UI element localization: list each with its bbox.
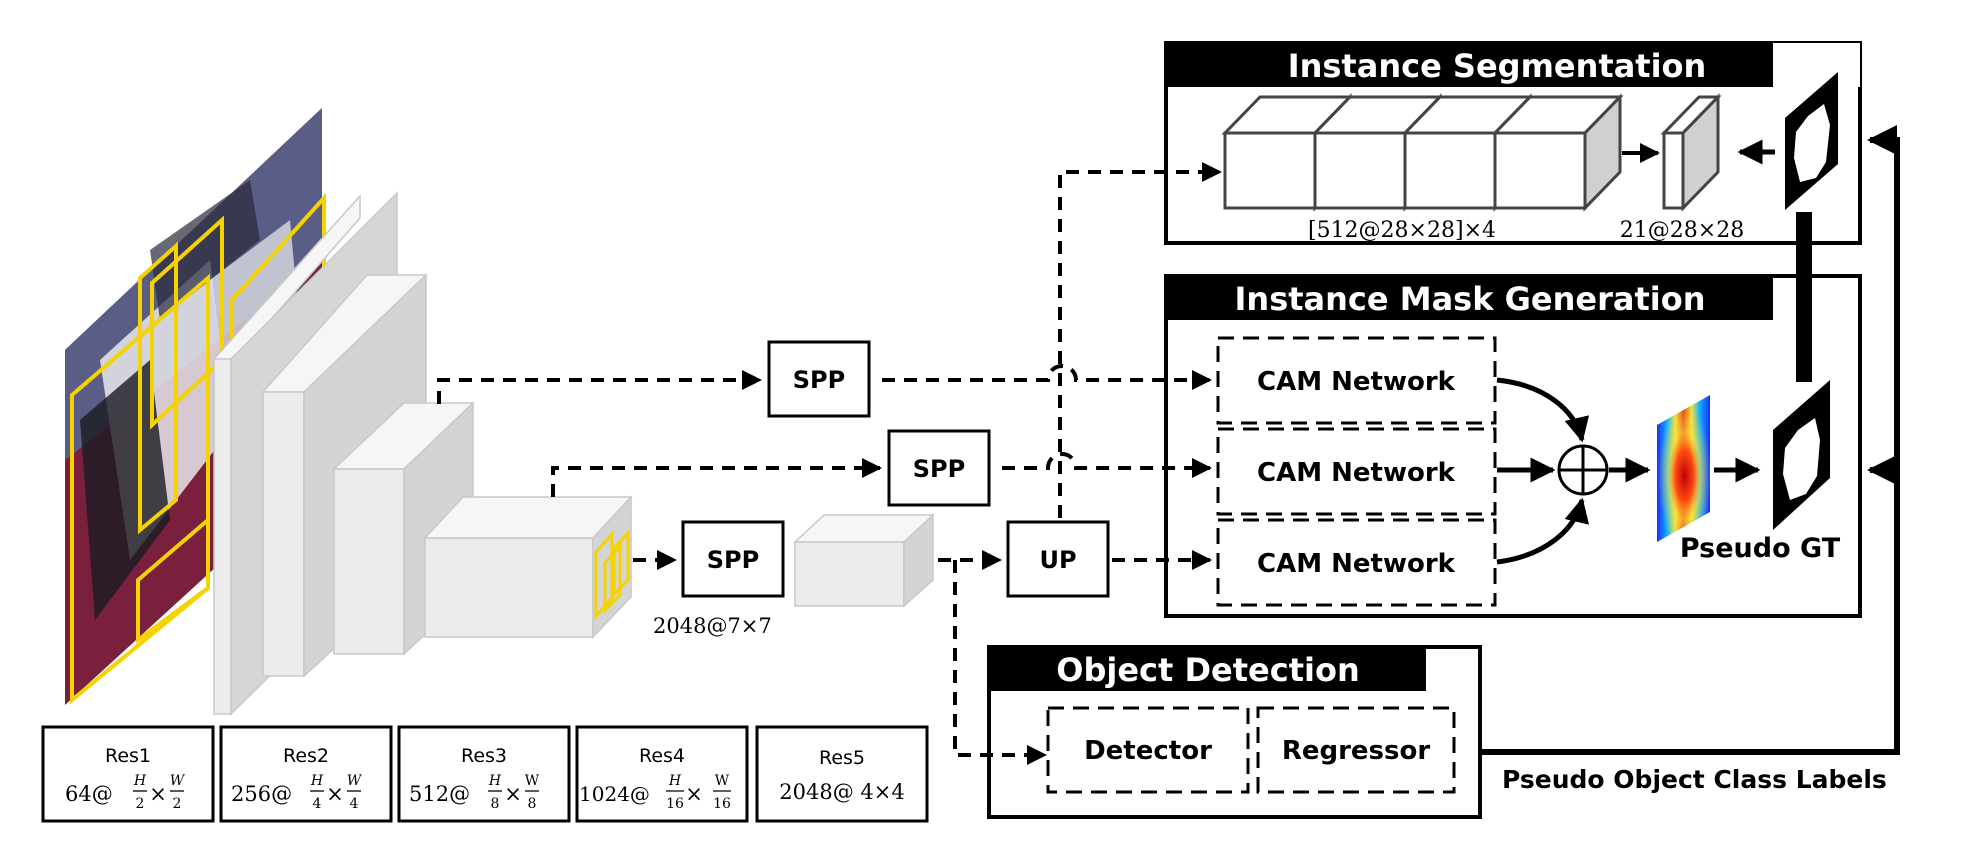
res4-h-num: H bbox=[668, 773, 682, 789]
pseudo-gt-mask bbox=[1773, 380, 1830, 530]
segmentation-output-label: 21@28×28 bbox=[1620, 218, 1744, 243]
res5-shape: 2048@ 4×4 bbox=[779, 780, 904, 804]
up-box bbox=[1006, 520, 1110, 598]
res2-h-num: H bbox=[310, 773, 324, 789]
regressor-box bbox=[1256, 706, 1456, 794]
spp-box-top bbox=[767, 340, 871, 418]
cam-heatmap bbox=[1657, 395, 1710, 542]
object-detection-header bbox=[989, 647, 1426, 691]
spp-label-top: SPP bbox=[793, 366, 845, 394]
res3-w-den: 8 bbox=[528, 796, 537, 812]
res1-w-num: W bbox=[170, 773, 186, 789]
res2-w-den: 4 bbox=[350, 796, 359, 812]
segmentation-blocks-label: [512@28×28]×4 bbox=[1308, 218, 1496, 243]
cam-network-1-label: CAM Network bbox=[1257, 367, 1456, 397]
res4-prefix: 1024@ bbox=[579, 782, 650, 806]
cam-network-1 bbox=[1216, 336, 1497, 425]
instance-mask-generation-title: Instance Mask Generation bbox=[1235, 280, 1706, 318]
times-sign: × bbox=[504, 782, 522, 806]
res4-block bbox=[423, 495, 633, 639]
cam-network-3-label: CAM Network bbox=[1257, 549, 1456, 579]
arrow-spp-top-to-cam1 bbox=[882, 364, 1212, 390]
res2-prefix: 256@ bbox=[231, 782, 292, 806]
detector-label: Detector bbox=[1084, 736, 1212, 766]
res4-h-den: 16 bbox=[666, 796, 684, 812]
pseudo-gt-label: Pseudo GT bbox=[1680, 533, 1841, 564]
res2-h-den: 4 bbox=[313, 796, 322, 812]
res4-feature-boxes bbox=[594, 529, 630, 620]
spp-label-mid: SPP bbox=[913, 455, 965, 483]
arrow-to-detector bbox=[953, 560, 1047, 765]
res5-name: Res5 bbox=[819, 747, 865, 769]
detector-box bbox=[1046, 706, 1250, 794]
arrow-labels-to-segmentation bbox=[1482, 125, 1900, 755]
spp-box-bottom bbox=[681, 520, 785, 598]
input-image bbox=[65, 108, 326, 705]
arrow-to-spp-top bbox=[437, 370, 762, 404]
spp-label-bottom: SPP bbox=[707, 546, 759, 574]
times-sign: × bbox=[685, 782, 703, 806]
arrow-to-spp-mid bbox=[551, 458, 882, 497]
times-sign: × bbox=[326, 782, 344, 806]
instance-segmentation-header bbox=[1166, 43, 1773, 87]
segmentation-mask-shape bbox=[1785, 72, 1838, 210]
res5-feature-label: 2048@7×7 bbox=[653, 614, 772, 638]
res-labels bbox=[41, 725, 929, 823]
res3-h-num: H bbox=[488, 773, 502, 789]
cam-network-2 bbox=[1216, 427, 1497, 516]
segmentation-conv-blocks bbox=[1221, 93, 1722, 212]
sum-node bbox=[1557, 444, 1609, 496]
res1-h-den: 2 bbox=[136, 796, 145, 812]
times-sign: × bbox=[149, 782, 167, 806]
res3-w-num: W bbox=[525, 773, 540, 789]
res1-name: Res1 bbox=[105, 745, 151, 767]
object-detection-title: Object Detection bbox=[1056, 651, 1359, 689]
arrow-cam1-to-sum bbox=[1496, 377, 1590, 443]
mask-link-bar bbox=[1796, 212, 1812, 382]
instance-segmentation-title: Instance Segmentation bbox=[1288, 47, 1707, 85]
arrow-cam3-to-sum bbox=[1496, 497, 1590, 565]
res2-w-num: W bbox=[347, 773, 363, 789]
res1-w-den: 2 bbox=[173, 796, 182, 812]
res3-prefix: 512@ bbox=[409, 782, 470, 806]
cam-network-3 bbox=[1216, 518, 1497, 607]
res5-block bbox=[793, 513, 935, 608]
pseudo-class-labels: Pseudo Object Class Labels bbox=[1502, 765, 1887, 794]
res1-prefix: 64@ bbox=[65, 782, 113, 806]
res3-h-den: 8 bbox=[491, 796, 500, 812]
res4-w-num: W bbox=[715, 773, 730, 789]
regressor-label: Regressor bbox=[1282, 736, 1431, 766]
spp-box-mid bbox=[887, 429, 991, 507]
arrow-spp-mid-to-cam2 bbox=[1002, 452, 1212, 478]
up-label: UP bbox=[1039, 546, 1076, 574]
res4-name: Res4 bbox=[639, 745, 685, 767]
cam-network-2-label: CAM Network bbox=[1257, 458, 1456, 488]
res2-name: Res2 bbox=[283, 745, 329, 767]
instance-mask-generation-header bbox=[1166, 276, 1773, 320]
res3-name: Res3 bbox=[461, 745, 507, 767]
res1-h-num: H bbox=[133, 773, 147, 789]
res4-w-den: 16 bbox=[713, 796, 731, 812]
